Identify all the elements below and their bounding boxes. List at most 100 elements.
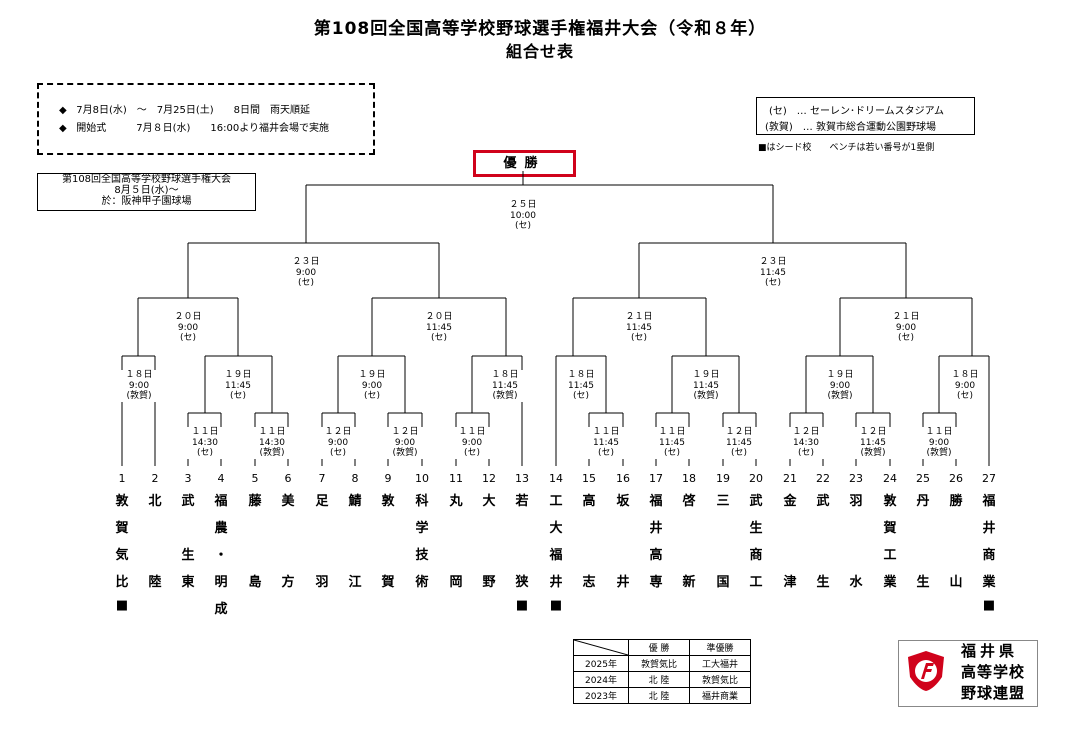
match-label-line: １１日: [458, 427, 486, 437]
team-name-char: 高: [582, 494, 596, 509]
history-row: 2025年 敦賀気比 工大福井: [573, 655, 751, 672]
history-runnerup: 敦賀気比: [689, 671, 751, 688]
team-name-char: 福: [549, 548, 563, 563]
match-label-line: 11:45: [626, 322, 652, 333]
team-name-char: 羽: [849, 494, 863, 509]
history-row: 2023年 北 陸 福井商業: [573, 687, 751, 704]
match-label-line: (セ): [430, 333, 448, 343]
match-label-line: (セ): [514, 221, 532, 231]
schedule-dates-text: 7月8日(水) ～ 7月25日(土) 8日間 雨天順延: [76, 105, 311, 116]
team-number: 10: [415, 472, 429, 485]
opening-ceremony-text: 開始式 7月８日(水) 16:00より福井会場で実施: [76, 123, 330, 134]
team-name-char: 陸: [148, 575, 162, 590]
legend-line-1: (セ) … セーレン･ドリームスタジアム: [769, 106, 944, 117]
team-name-char: ・: [214, 548, 228, 563]
team-name-char: 学: [415, 521, 429, 536]
match-label-line: (セ): [297, 278, 315, 288]
team-name-char: 北: [148, 494, 162, 509]
team-name-char: 工: [749, 575, 763, 590]
team-number: 22: [816, 472, 830, 485]
team-name-char: 商: [982, 548, 996, 563]
seed-mark-icon: ■: [549, 598, 563, 613]
match-label-line: １２日: [324, 427, 352, 437]
team-name-char: 生: [181, 548, 195, 563]
match-label-line: 9:00: [128, 380, 150, 391]
match-label-line: (敦賀): [860, 448, 886, 458]
match-label-line: (セ): [363, 391, 381, 401]
match-label-line: １９日: [692, 370, 720, 380]
match-label-line: (セ): [797, 448, 815, 458]
history-year: 2025年: [573, 655, 629, 672]
national-line-2: 8月５日(水)～: [114, 185, 179, 196]
seed-mark-icon: ■: [515, 598, 529, 613]
team-name-char: 野: [482, 575, 496, 590]
team-number: 14: [549, 472, 563, 485]
match-label-line: (敦賀): [693, 391, 719, 401]
team-name-char: 山: [949, 575, 963, 590]
history-year: 2023年: [573, 687, 629, 704]
match-label-line: 9:00: [829, 380, 851, 391]
match-label-line: 9:00: [295, 267, 317, 278]
team-name-char: 水: [849, 575, 863, 590]
team-name-char: 福: [214, 494, 228, 509]
match-label-line: (セ): [764, 278, 782, 288]
match-label-line: １１日: [592, 427, 620, 437]
match-label-line: 11:45: [726, 437, 752, 448]
team-name-char: 敦: [883, 494, 897, 509]
match-label-line: 11:45: [860, 437, 886, 448]
match-label-line: １１日: [658, 427, 686, 437]
match-label-line: 9:00: [928, 437, 950, 448]
team-name-char: 藤: [248, 494, 262, 509]
history-header-winner: 優 勝: [628, 639, 690, 656]
history-runnerup: 福井商業: [689, 687, 751, 704]
history-header-runnerup: 準優勝: [689, 639, 751, 656]
team-name-char: 大: [549, 521, 563, 536]
match-label-line: １２日: [859, 427, 887, 437]
team-name-char: 丸: [449, 494, 463, 509]
history-winner: 北 陸: [628, 671, 690, 688]
match-label-line: １２日: [792, 427, 820, 437]
team-name-char: 業: [883, 575, 897, 590]
match-label-line: １８日: [491, 370, 519, 380]
team-name-char: 若: [515, 494, 529, 509]
team-number: 4: [217, 472, 225, 485]
match-label-line: ２１日: [625, 312, 653, 322]
team-name-char: 工: [883, 548, 897, 563]
team-name-char: 生: [749, 521, 763, 536]
match-label-line: 9:00: [327, 437, 349, 448]
team-name-char: 新: [682, 575, 696, 590]
diagonal-line: [574, 640, 628, 655]
history-row: 2024年 北 陸 敦賀気比: [573, 671, 751, 688]
match-label-line: (セ): [196, 448, 214, 458]
history-corner-cell: [573, 639, 629, 656]
match-label-line: １２日: [391, 427, 419, 437]
match-label-line: ２０日: [425, 312, 453, 322]
match-label-line: (セ): [329, 448, 347, 458]
team-name-char: 賀: [381, 575, 395, 590]
team-number: 11: [449, 472, 463, 485]
team-name-char: 国: [716, 575, 730, 590]
match-label-line: (セ): [229, 391, 247, 401]
team-name-char: 賀: [883, 521, 897, 536]
match-label-line: (セ): [572, 391, 590, 401]
match-label-line: (敦賀): [827, 391, 853, 401]
team-name-char: 敦: [115, 494, 129, 509]
bullet-icon: ◆: [59, 123, 67, 134]
match-label-line: 11:45: [426, 322, 452, 333]
team-number: 18: [682, 472, 696, 485]
team-number: 26: [949, 472, 963, 485]
